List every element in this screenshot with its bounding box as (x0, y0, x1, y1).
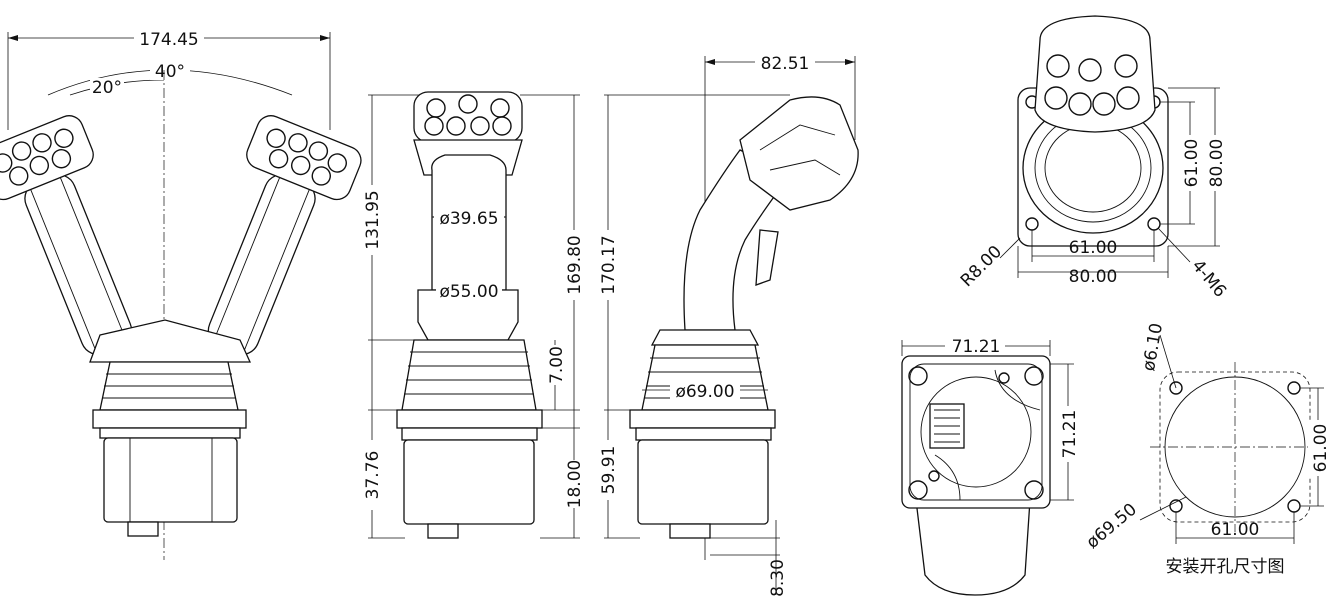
dim-stem-length: 8.30 (768, 559, 788, 597)
dim-tilt-half: 20° (92, 78, 122, 98)
dim-front-width: 174.45 (139, 30, 198, 50)
dim-grip-height: 131.95 (363, 190, 383, 249)
dim-boot-height: 7.00 (547, 346, 567, 384)
dim-collar-diameter: ø55.00 (439, 282, 498, 302)
dim-bottom-height: 71.21 (1060, 410, 1080, 459)
dim-flange-outer-v: 80.00 (1207, 139, 1227, 188)
front-view: 131.95 37.76 169.80 7.00 18.00 ø39.65 ø5… (360, 91, 585, 539)
dim-bottom-width: 71.21 (952, 337, 1001, 357)
dim-boot-diameter: ø69.00 (675, 382, 734, 402)
cutout-caption: 安装开孔尺寸图 (1166, 557, 1285, 577)
cutout-view: ø6.10 ø69.50 61.00 61.00 安装开孔尺寸图 (1083, 322, 1331, 577)
bottom-view: 71.21 71.21 (901, 335, 1080, 596)
dim-flange-inner-v: 61.00 (1182, 139, 1202, 188)
side-view: 82.51 170.17 59.91 ø69.00 8.30 (597, 52, 859, 597)
dim-lower-height: 59.91 (599, 446, 619, 495)
front-tilt-view: 174.45 40° 20° (0, 26, 362, 560)
dim-flange-inner-h: 61.00 (1069, 238, 1118, 258)
dim-body-height-left: 37.76 (363, 451, 383, 500)
dim-flange-outer-h: 80.00 (1069, 267, 1118, 287)
dim-tilt-total: 40° (155, 62, 185, 82)
dim-cutout-v: 61.00 (1311, 424, 1331, 473)
dim-total-height: 169.80 (565, 235, 585, 294)
top-view: 61.00 80.00 61.00 80.00 R8.00 4-M6 (957, 15, 1231, 301)
dim-body-height-right: 18.00 (565, 460, 585, 509)
dim-side-height: 170.17 (599, 235, 619, 294)
dim-cutout-diameter: ø69.50 (1083, 500, 1141, 553)
dim-side-width: 82.51 (761, 54, 810, 74)
dim-corner-radius: R8.00 (957, 242, 1006, 291)
dim-grip-diameter: ø39.65 (439, 209, 498, 229)
dim-mount-screws: 4-M6 (1188, 256, 1231, 301)
dim-cutout-h: 61.00 (1211, 520, 1260, 540)
dim-hole-diameter: ø6.10 (1139, 322, 1167, 373)
